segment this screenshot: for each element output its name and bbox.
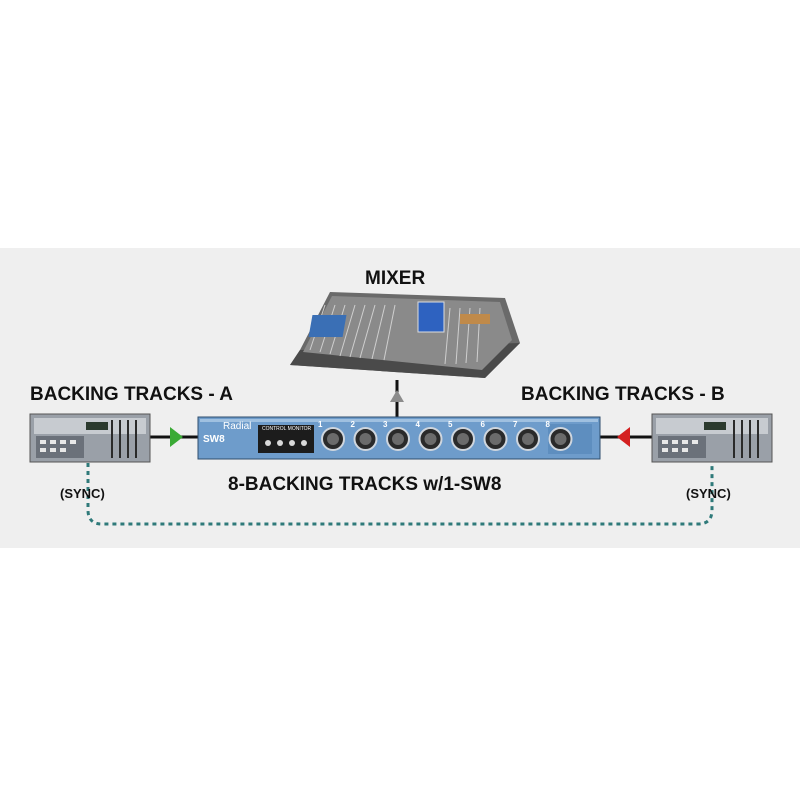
channel-number-label: 2: [350, 420, 355, 429]
sync-right-label: (SYNC): [686, 486, 731, 501]
arrow-a-icon: [170, 427, 183, 447]
mixer-label: MIXER: [365, 268, 426, 289]
xlr-connector-core: [424, 433, 437, 445]
channel-number-label: 8: [545, 420, 550, 429]
xlr-connector-core: [327, 433, 339, 445]
xlr-connectors: [321, 427, 573, 451]
xlr-connector-core: [554, 433, 567, 445]
backing-tracks-b-label: BACKING TRACKS - B: [521, 384, 725, 405]
caption-label: 8-BACKING TRACKS w/1-SW8: [228, 474, 502, 495]
xlr-connector-core: [489, 433, 502, 445]
switcher-brand-label: Radial: [223, 421, 252, 432]
channel-number-label: 6: [480, 420, 485, 429]
mixer-console-icon: [290, 292, 520, 378]
xlr-connector-core: [359, 433, 372, 445]
sync-left-label: (SYNC): [60, 486, 105, 501]
channel-number-label: 1: [318, 420, 323, 429]
channel-number-label: 3: [383, 420, 388, 429]
sync-cable: [86, 463, 714, 526]
arrow-b-icon: [617, 427, 630, 447]
recorder-a-icon: [29, 413, 151, 463]
backing-tracks-a-label: BACKING TRACKS - A: [30, 384, 234, 405]
channel-number-label: 7: [513, 420, 518, 429]
channel-number-label: 4: [415, 420, 420, 429]
arrow-mixer-icon: [390, 390, 404, 402]
channel-number-label: 5: [448, 420, 453, 429]
xlr-connector-core: [522, 433, 534, 445]
switcher-panel-title: CONTROL MONITOR: [262, 426, 312, 432]
switcher-model-label: SW8: [203, 434, 225, 445]
xlr-connector-core: [457, 433, 469, 445]
xlr-connector-core: [392, 433, 404, 445]
recorder-b-icon: [651, 413, 773, 463]
